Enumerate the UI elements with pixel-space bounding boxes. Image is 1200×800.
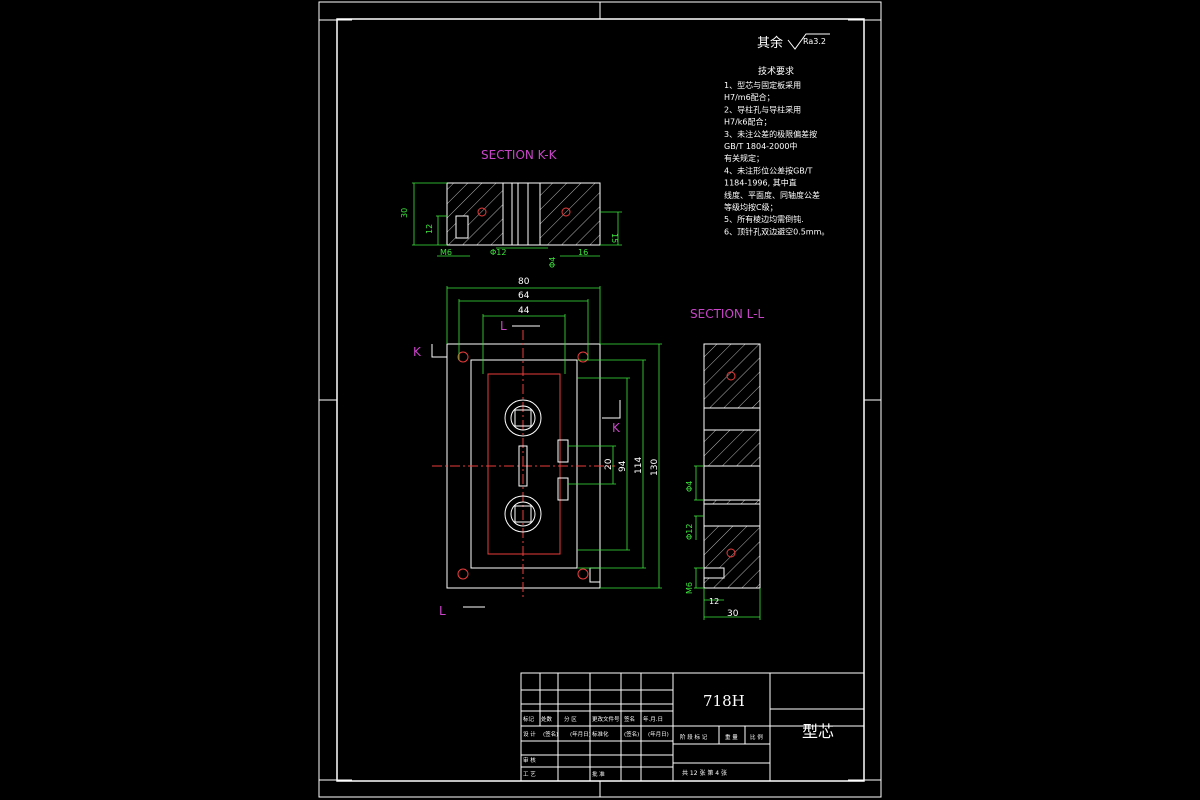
section-kk-view: SECTION K-K 30 12 15 M6 Φ12 Φ4 16 [400, 148, 622, 268]
title-block-cell: 标准化 [592, 730, 609, 738]
svg-text:94: 94 [618, 460, 628, 472]
svg-text:Φ12: Φ12 [685, 524, 694, 540]
svg-text:44: 44 [518, 306, 530, 316]
svg-text:30: 30 [727, 609, 739, 619]
title-block-cell: (签名) [543, 730, 558, 738]
tech-req-line: GB/T 1804-2000中 [724, 141, 797, 151]
svg-text:L: L [439, 604, 446, 618]
tech-req-line: 4、未注形位公差按GB/T [724, 165, 812, 175]
svg-text:其余: 其余 [757, 35, 783, 51]
svg-text:Φ4: Φ4 [548, 257, 557, 268]
svg-text:SECTION K-K: SECTION K-K [481, 148, 558, 162]
svg-text:12: 12 [425, 224, 434, 234]
title-block-cell: (签名) [624, 730, 639, 738]
tech-req-line: 6、顶针孔双边避空0.5mm。 [724, 226, 829, 236]
tech-req-line: 1184-1996, 其中直 [724, 178, 797, 188]
section-ll-view: SECTION L-L Φ4 Φ12 M6 12 30 [685, 307, 764, 620]
svg-text:20: 20 [604, 458, 614, 470]
svg-text:718H: 718H [703, 692, 745, 710]
tech-req-line: 等级均按C级； [724, 202, 778, 212]
title-block-header: 年.月.日 [643, 715, 663, 723]
svg-text:Φ12: Φ12 [490, 248, 506, 257]
tech-req-line: 2、导柱孔与导柱采用 [724, 104, 801, 114]
svg-text:Φ4: Φ4 [685, 481, 694, 492]
svg-text:80: 80 [518, 277, 530, 287]
title-block-stage-header: 重 量 [725, 733, 738, 741]
svg-text:L: L [500, 319, 507, 333]
tech-req-line: 3、未注公差的极限偏差按 [724, 129, 817, 139]
svg-text:共 12 张 第 4 张: 共 12 张 第 4 张 [682, 769, 727, 777]
svg-text:12: 12 [709, 597, 719, 606]
tech-req-line: H7/m6配合； [724, 92, 775, 102]
svg-text:SECTION L-L: SECTION L-L [690, 307, 764, 321]
svg-text:64: 64 [518, 291, 530, 301]
tech-req-line: 线度、平面度、同轴度公差 [724, 190, 820, 200]
svg-text:M6: M6 [440, 248, 452, 257]
svg-text:K: K [413, 345, 422, 359]
title-block-header: 标记 [523, 715, 535, 723]
title-block-header: 更改文件号 [592, 715, 620, 723]
title-block-cell: 设 计 [523, 730, 536, 738]
svg-text:K: K [612, 421, 621, 435]
title-block: 718H 型芯 标记处数 分 区 更改文件号签名年.月.日 设 计 (签名) (年月日)… [520, 672, 865, 782]
roughness-note: 其余 Ra3.2 [757, 33, 830, 51]
tech-req-line: 1、型芯与固定板采用 [724, 80, 801, 90]
title-block-cell: (年月日) [648, 730, 669, 738]
title-block-cell: 批 准 [592, 770, 605, 778]
title-block-stage-header: 比 例 [750, 733, 763, 741]
svg-text:130: 130 [650, 459, 660, 476]
title-block-cell: 工 艺 [523, 771, 536, 778]
svg-text:技术要求: 技术要求 [758, 65, 794, 77]
svg-text:M6: M6 [685, 582, 694, 594]
svg-text:Ra3.2: Ra3.2 [803, 37, 826, 46]
svg-text:114: 114 [634, 457, 644, 474]
technical-requirements: 技术要求 1、型芯与固定板采用 H7/m6配合； 2、导柱孔与导柱采用 H7/k6配合… [724, 65, 829, 236]
title-block-header: 处数 [541, 715, 553, 723]
title-block-cell: 审 核 [523, 756, 536, 764]
tech-req-line: 有关规定； [724, 153, 764, 163]
svg-text:30: 30 [400, 208, 409, 218]
title-block-stage-header: 阶 段 标 记 [680, 733, 708, 741]
svg-text:型芯: 型芯 [802, 722, 834, 741]
title-block-header: 分 区 [564, 715, 577, 723]
svg-text:15: 15 [610, 233, 619, 243]
title-block-cell: (年月日) [570, 730, 591, 738]
title-block-header: 签名 [624, 715, 635, 723]
plan-view: 80 64 44 20 94 114 130 K K L L [413, 277, 662, 618]
tech-req-line: H7/k6配合； [724, 117, 772, 127]
tech-req-line: 5、所有棱边均需倒钝. [724, 214, 804, 224]
svg-text:16: 16 [578, 248, 588, 257]
